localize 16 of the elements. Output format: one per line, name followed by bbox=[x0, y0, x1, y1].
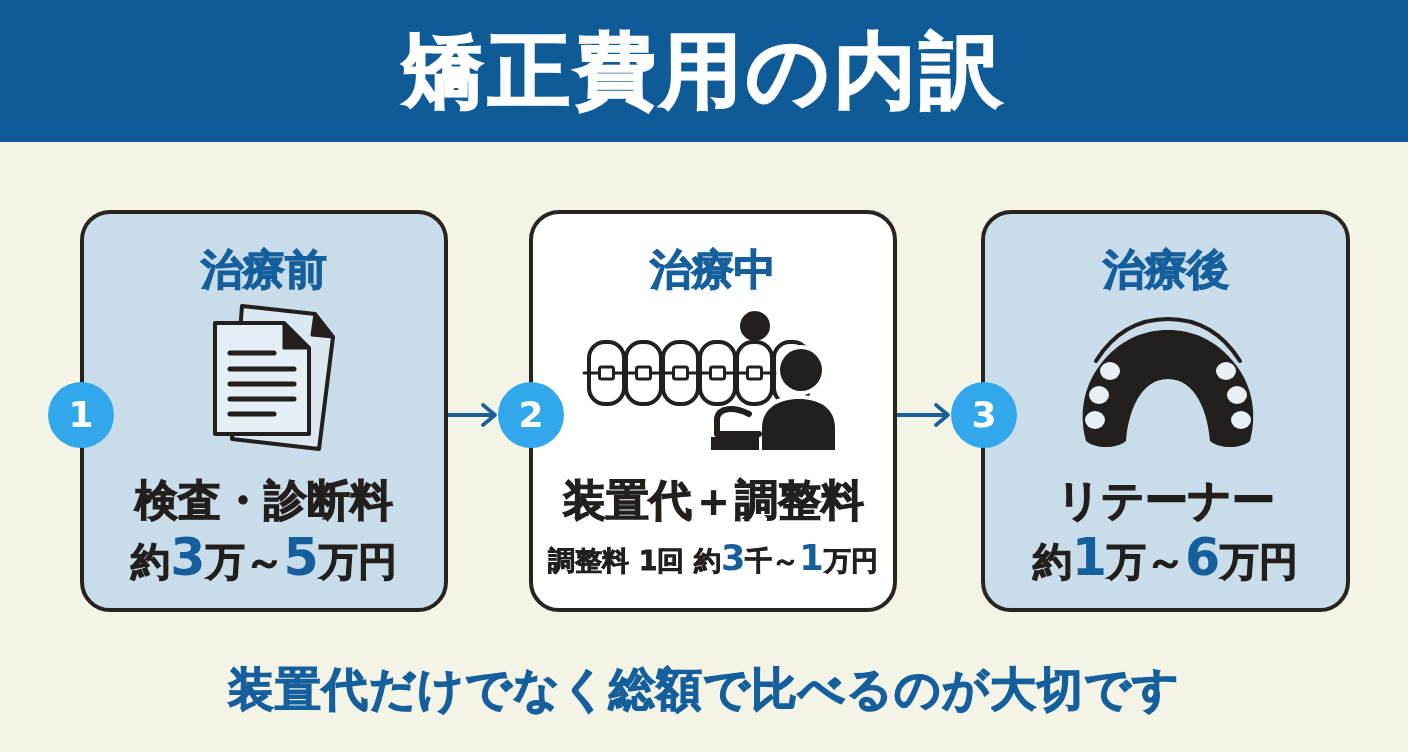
cost-item: 装置代＋調整料 bbox=[562, 476, 864, 526]
title: 矯正費用の内訳 bbox=[402, 23, 1006, 119]
arrow bbox=[448, 403, 497, 427]
price-range: 約1万～6万円 bbox=[1032, 528, 1299, 588]
step-number: 3 bbox=[951, 382, 1017, 448]
step-heading: 治療中 bbox=[650, 245, 776, 295]
step-heading: 治療前 bbox=[201, 245, 327, 295]
step-heading: 治療後 bbox=[1102, 245, 1229, 295]
caption: 装置代だけでなく総額で比べるのが大切です bbox=[228, 662, 1180, 716]
price-range: 約3万～5万円 bbox=[131, 528, 397, 588]
price-range: 調整料 1回 約3千～1万円 bbox=[548, 537, 878, 579]
step-number: 1 bbox=[48, 382, 114, 448]
cost-item: 検査・診断料 bbox=[135, 476, 393, 526]
cost-item: リテーナー bbox=[1056, 476, 1275, 526]
arrow bbox=[897, 403, 950, 427]
step-number: 2 bbox=[498, 382, 564, 448]
